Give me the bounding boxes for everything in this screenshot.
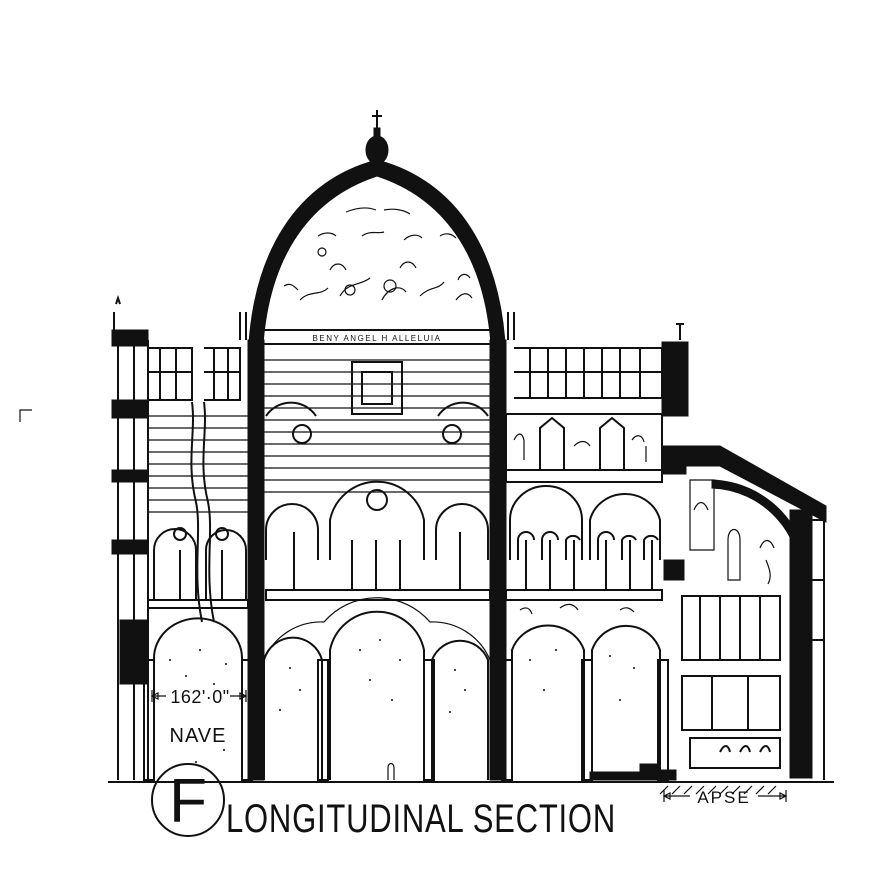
dome-inscription: BENY ANGEL H ALLELUIA	[313, 334, 442, 343]
dome: BENY ANGEL H ALLELUIA	[239, 110, 515, 373]
nave-label: NAVE	[170, 725, 227, 747]
dimension-label: 162'·0"	[170, 687, 229, 707]
left-nave	[111, 294, 253, 781]
dimension-line	[150, 690, 248, 702]
apse	[663, 445, 827, 780]
right-nave	[501, 323, 689, 781]
drawing-title: LONGITUDINAL SECTION	[226, 797, 616, 841]
section-letter-circle	[151, 763, 225, 837]
crossing-bay	[247, 339, 507, 781]
corner-mark	[19, 409, 32, 422]
apse-label: APSE	[697, 788, 750, 807]
section-letter: F	[169, 767, 207, 836]
apse-dimension-line	[662, 790, 788, 802]
